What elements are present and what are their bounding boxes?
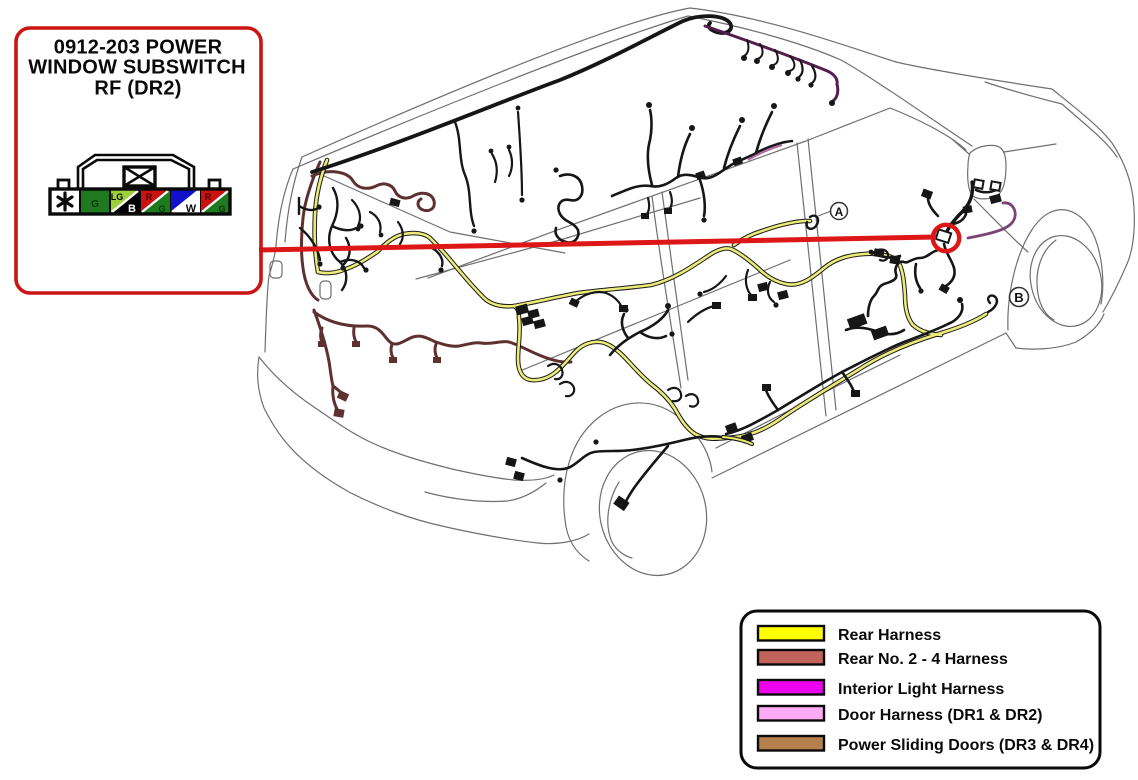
svg-text:B: B — [128, 203, 136, 215]
svg-text:Interior Light Harness: Interior Light Harness — [838, 681, 1004, 698]
svg-text:A: A — [835, 205, 844, 219]
svg-text:WINDOW SUBSWITCH: WINDOW SUBSWITCH — [28, 57, 246, 79]
svg-text:G: G — [91, 199, 99, 210]
svg-text:G: G — [158, 204, 165, 214]
svg-text:Door Harness (DR1 & DR2): Door Harness (DR1 & DR2) — [838, 707, 1042, 724]
svg-text:B: B — [1014, 290, 1023, 305]
svg-text:R: R — [146, 192, 153, 202]
svg-text:Power Sliding Doors (DR3 & DR4: Power Sliding Doors (DR3 & DR4) — [838, 737, 1094, 754]
svg-text:RF (DR2): RF (DR2) — [94, 78, 181, 100]
svg-text:LG: LG — [111, 192, 124, 202]
svg-text:Rear No. 2 - 4 Harness: Rear No. 2 - 4 Harness — [838, 651, 1008, 668]
svg-text:G: G — [218, 204, 225, 214]
svg-text:W: W — [186, 203, 197, 215]
svg-text:0912-203 POWER: 0912-203 POWER — [54, 37, 223, 59]
svg-text:Rear Harness: Rear Harness — [838, 627, 941, 644]
svg-text:R: R — [205, 192, 212, 202]
